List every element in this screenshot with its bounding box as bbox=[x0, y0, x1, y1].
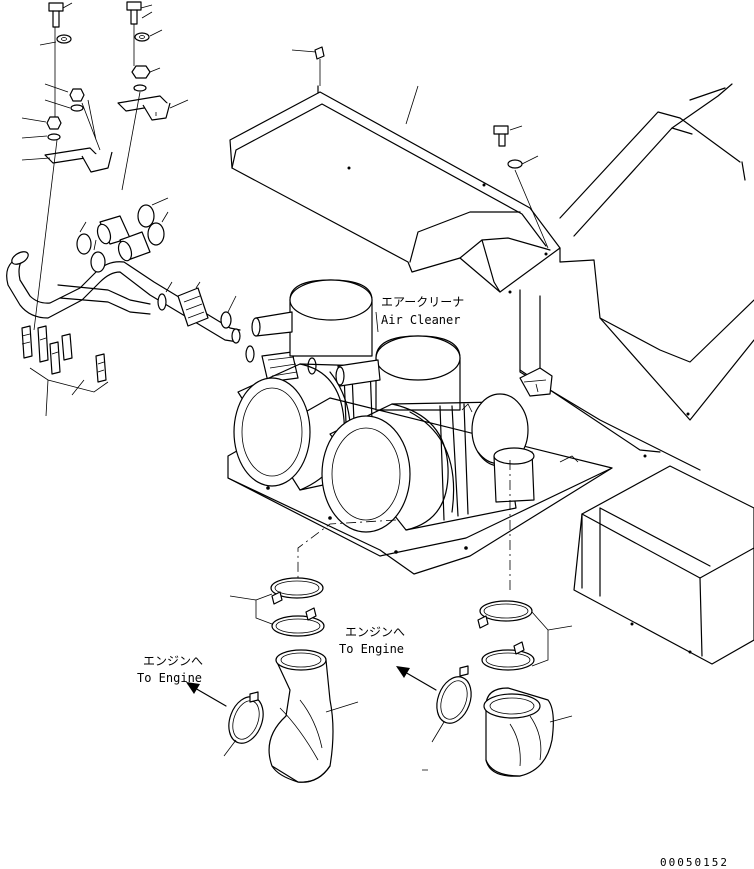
to-engine-right-en: To Engine bbox=[339, 642, 404, 656]
washer-left bbox=[39, 34, 72, 46]
drawing-number: 00050152 bbox=[660, 856, 729, 869]
nut-left-lower bbox=[21, 116, 62, 141]
elbow-right bbox=[483, 687, 573, 777]
to-engine-left-jp: エンジンへ bbox=[143, 654, 203, 668]
bracket-right bbox=[117, 95, 189, 121]
arrow-left bbox=[186, 682, 227, 707]
bolt-right bbox=[126, 1, 153, 25]
clamp-right-upper bbox=[477, 600, 533, 629]
air-cleaner-front bbox=[321, 335, 535, 590]
clamp-left-upper bbox=[270, 577, 324, 605]
elbow-left bbox=[268, 649, 359, 783]
cleaner-cover bbox=[229, 85, 561, 294]
hose-short-upper bbox=[96, 215, 151, 262]
clamp-left-lower bbox=[229, 593, 325, 637]
nut-left-upper bbox=[44, 83, 85, 112]
clamp-left-hose bbox=[223, 691, 264, 757]
cover-bolt bbox=[493, 125, 549, 249]
tube-fittings bbox=[21, 325, 109, 417]
coolant-pipe bbox=[6, 251, 241, 344]
hose-lower bbox=[245, 345, 317, 383]
clamp-right-hose bbox=[422, 665, 472, 771]
air-cleaner-label-en: Air Cleaner bbox=[381, 313, 460, 327]
nut-right bbox=[131, 65, 161, 92]
side-panel bbox=[573, 465, 754, 665]
clamp-right-lower bbox=[481, 611, 573, 671]
bracket-left bbox=[21, 147, 113, 173]
bolt-left bbox=[48, 2, 73, 28]
hose-middle bbox=[157, 281, 237, 329]
washer-right bbox=[134, 29, 163, 42]
air-cleaner-label-jp: エアークリーナ bbox=[381, 295, 464, 309]
to-engine-right-jp: エンジンへ bbox=[345, 625, 405, 639]
arrow-right bbox=[396, 666, 437, 691]
hose-clamps-upper bbox=[76, 197, 169, 273]
right-panels bbox=[519, 83, 754, 472]
cover-screw bbox=[291, 46, 325, 86]
to-engine-left-en: To Engine bbox=[137, 671, 202, 685]
